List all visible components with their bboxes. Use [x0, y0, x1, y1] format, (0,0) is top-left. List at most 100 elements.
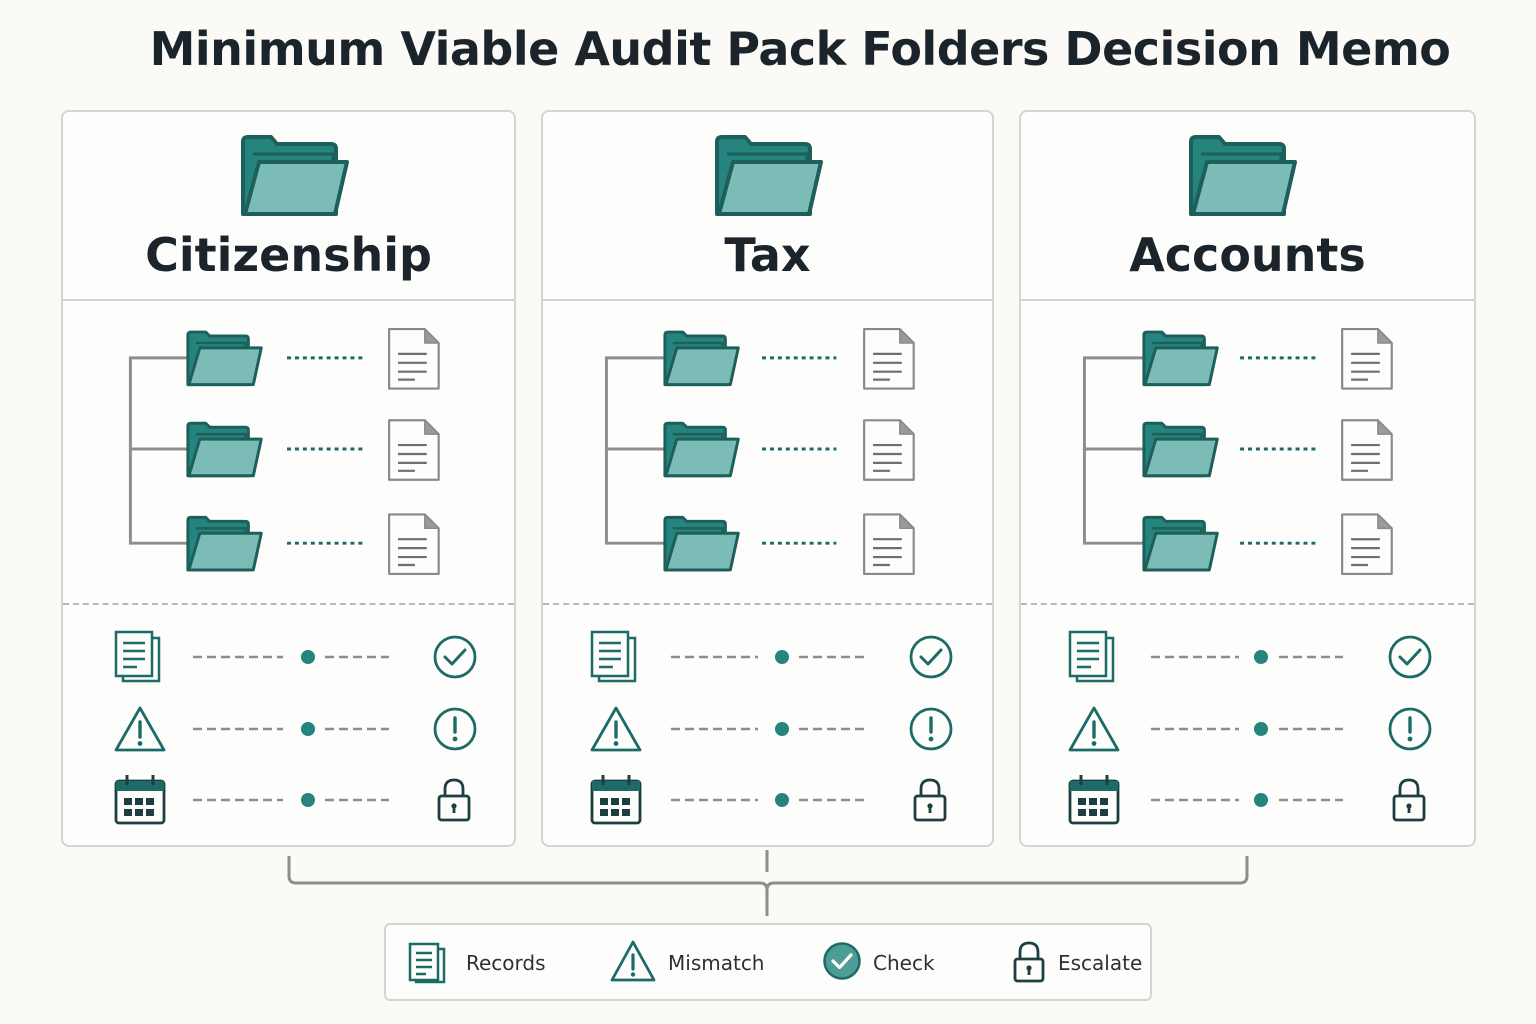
- calendar-icon: [590, 775, 642, 825]
- exclamation-icon: [1388, 707, 1432, 751]
- connector-bracket: [287, 850, 1249, 916]
- section-divider: [543, 603, 992, 605]
- lock-icon: [1013, 941, 1045, 983]
- folder-tree: [604, 328, 915, 575]
- subfolder-icon: [663, 421, 740, 478]
- legend-label: Mismatch: [668, 951, 765, 975]
- document-icon: [863, 419, 915, 481]
- status-dot: [301, 650, 315, 664]
- warning-icon: [114, 706, 166, 752]
- status-dot: [1254, 650, 1268, 664]
- subfolder-icon: [1142, 421, 1219, 478]
- tree-branch-line: [1082, 356, 1144, 545]
- status-row: [114, 630, 477, 683]
- calendar-icon: [1068, 775, 1120, 825]
- status-dot: [775, 650, 789, 664]
- status-row: [590, 706, 953, 752]
- lock-icon: [1392, 778, 1426, 822]
- exclamation-icon: [433, 707, 477, 751]
- status-dot: [301, 722, 315, 736]
- legend-item-check: Check: [822, 925, 972, 999]
- warning-icon: [1068, 706, 1120, 752]
- document-icon: [863, 328, 915, 390]
- lock-icon: [913, 778, 947, 822]
- records-icon: [590, 630, 637, 683]
- tree-branch-line: [604, 356, 664, 545]
- status-rows: [63, 605, 514, 845]
- status-row: [1068, 775, 1426, 825]
- legend-item-records: Records: [406, 925, 566, 999]
- panel-header: Tax: [543, 112, 992, 301]
- subfolder-icon: [663, 330, 740, 387]
- document-icon: [1341, 327, 1393, 390]
- check-icon: [909, 635, 953, 679]
- folder-icon: [241, 135, 349, 216]
- folder-tree: [128, 327, 440, 576]
- subfolder-icon: [186, 421, 263, 478]
- exclamation-icon: [909, 707, 953, 751]
- folder-doc-row: [663, 419, 915, 481]
- panel-title: Citizenship: [145, 228, 432, 282]
- panel-title: Tax: [724, 228, 811, 282]
- panel-accounts: Accounts: [1019, 110, 1476, 847]
- folder-doc-row: [1142, 419, 1393, 481]
- panel-citizenship: Citizenship: [61, 110, 516, 847]
- folder-icon: [715, 135, 823, 216]
- status-dot: [775, 793, 789, 807]
- panel-header: Citizenship: [63, 112, 514, 301]
- status-graphic: [590, 630, 953, 825]
- document-icon: [1341, 513, 1393, 576]
- warning-icon: [590, 706, 642, 752]
- folder-icon: [1189, 135, 1297, 216]
- status-dot: [1254, 722, 1268, 736]
- legend: Records Mismatch Check Escalate: [384, 923, 1152, 1001]
- document-icon: [388, 327, 440, 390]
- document-icon: [1341, 419, 1393, 481]
- legend-label: Escalate: [1058, 951, 1143, 975]
- folder-tree: [1082, 327, 1393, 576]
- section-divider: [63, 603, 514, 605]
- status-rows: [1021, 605, 1474, 845]
- panel-header: Accounts: [1021, 112, 1474, 301]
- legend-item-mismatch: Mismatch: [610, 925, 790, 999]
- folder-doc-row: [1142, 513, 1393, 576]
- status-row: [590, 630, 953, 683]
- subfolder-icon: [186, 515, 263, 572]
- folder-doc-row: [186, 327, 440, 390]
- status-row: [1068, 706, 1432, 752]
- subfolder-icon: [1142, 515, 1219, 572]
- status-dot: [775, 722, 789, 736]
- page-title: Minimum Viable Audit Pack Folders Decisi…: [149, 22, 1451, 76]
- panel-tax: Tax: [541, 110, 994, 847]
- subfolder-icon: [663, 515, 740, 572]
- status-graphic: [1068, 630, 1432, 825]
- records-icon: [114, 630, 161, 683]
- records-icon: [1068, 630, 1115, 683]
- records-icon: [408, 942, 446, 984]
- status-dot: [1254, 793, 1268, 807]
- status-rows: [543, 605, 992, 845]
- check-icon: [823, 942, 861, 980]
- warning-icon: [610, 940, 656, 982]
- tree-branch-line: [128, 356, 188, 545]
- panel-title: Accounts: [1129, 228, 1366, 282]
- check-icon: [433, 635, 477, 679]
- legend-item-escalate: Escalate: [1012, 925, 1152, 999]
- status-dot: [301, 793, 315, 807]
- legend-label: Check: [873, 951, 935, 975]
- lock-icon: [437, 778, 471, 822]
- folder-doc-row: [1142, 327, 1393, 390]
- folder-doc-row: [663, 513, 915, 575]
- status-row: [590, 775, 947, 825]
- document-icon: [863, 513, 915, 575]
- calendar-icon: [114, 775, 166, 825]
- status-row: [114, 775, 471, 825]
- check-icon: [1388, 635, 1432, 679]
- section-divider: [1021, 603, 1474, 605]
- document-icon: [388, 419, 440, 481]
- legend-label: Records: [466, 951, 546, 975]
- folder-doc-row: [186, 419, 440, 481]
- subfolder-icon: [1142, 330, 1219, 387]
- folder-doc-row: [186, 513, 440, 576]
- status-graphic: [114, 630, 477, 825]
